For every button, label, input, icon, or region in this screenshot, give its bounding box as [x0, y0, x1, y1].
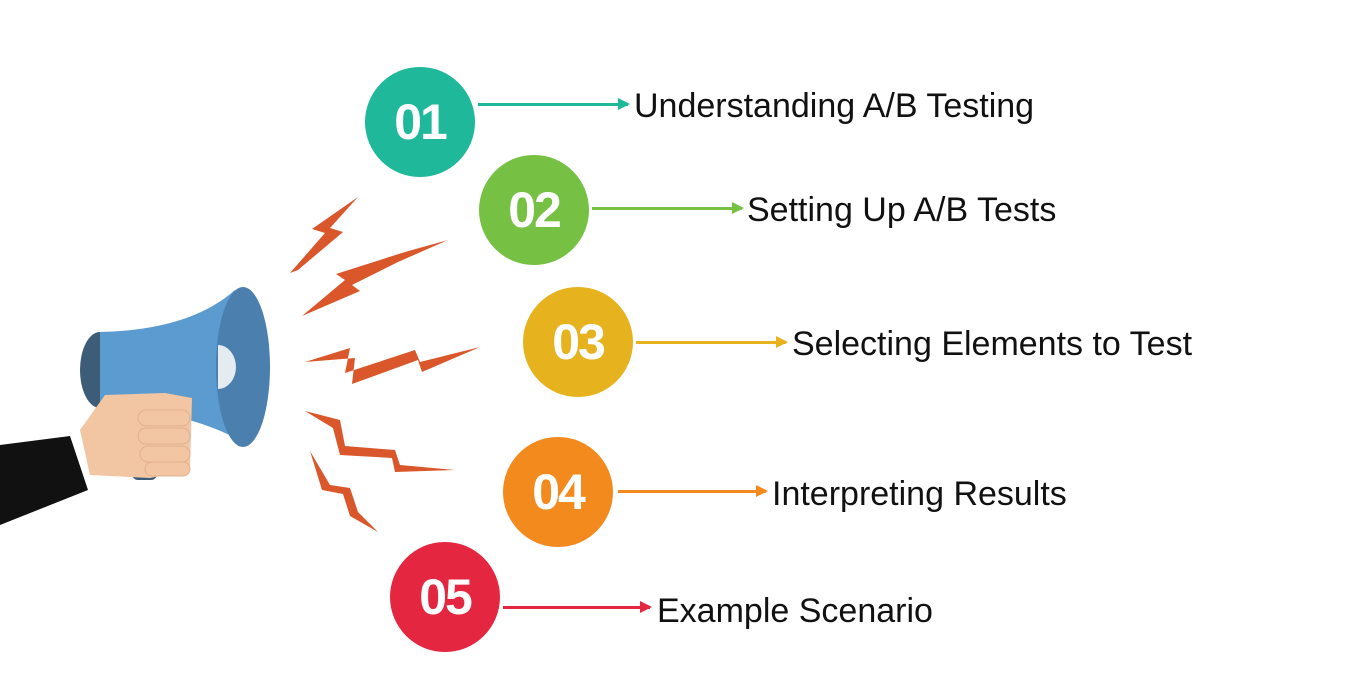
- arrow-icon: [618, 485, 768, 497]
- item-label: Example Scenario: [657, 592, 933, 630]
- item-label: Setting Up A/B Tests: [747, 191, 1057, 229]
- arrow-icon: [636, 336, 788, 348]
- arrow-icon: [592, 202, 744, 214]
- sound-waves-icon: [290, 197, 480, 532]
- number-badge: 01: [365, 67, 475, 177]
- arrow-icon: [503, 601, 652, 613]
- sleeve: [0, 436, 88, 525]
- hand-icon: [80, 393, 192, 478]
- number-badge: 03: [523, 287, 633, 397]
- item-label: Selecting Elements to Test: [792, 325, 1193, 363]
- arrow-icon: [478, 98, 630, 110]
- item-label: Interpreting Results: [772, 475, 1067, 513]
- number-badge: 04: [503, 437, 613, 547]
- megaphone-illustration: [0, 197, 480, 532]
- number-badge: 05: [390, 542, 500, 652]
- number-badge: 02: [479, 155, 589, 265]
- item-label: Understanding A/B Testing: [634, 87, 1035, 125]
